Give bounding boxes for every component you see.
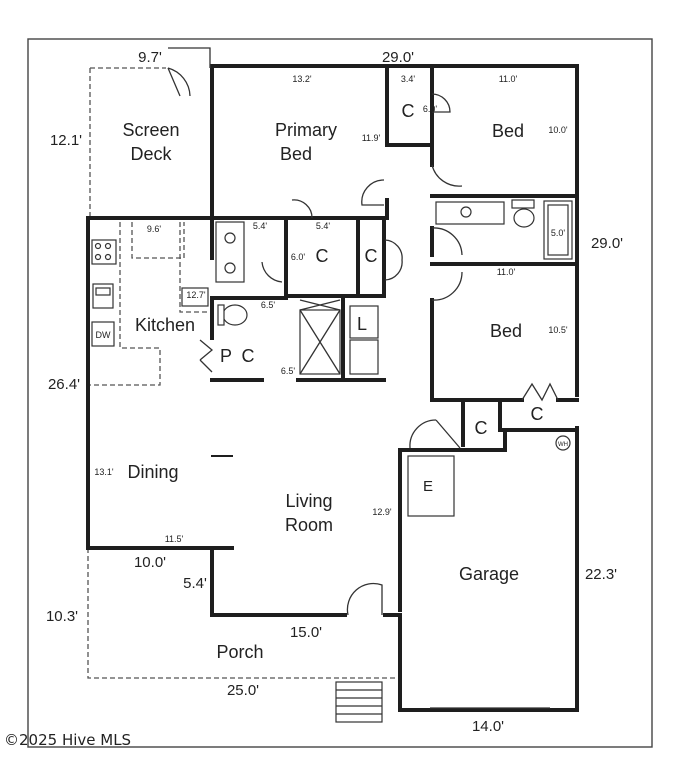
- room-bed-top: Bed: [492, 121, 524, 141]
- dim-bed-mid-depth: 10.5': [548, 325, 568, 335]
- laundry-label: L: [357, 314, 367, 334]
- dim-bath-tub: 5.0': [551, 228, 566, 238]
- dim-dining-depth: 13.1': [94, 467, 114, 477]
- dim-kitchen-depth: 12.7': [186, 290, 206, 300]
- porch-outline: [87, 548, 398, 679]
- closet-kitchen-label: C: [242, 346, 255, 366]
- dim-garage-bottom: 14.0': [472, 718, 504, 735]
- pantry-label: P: [220, 346, 232, 366]
- closet-hall-label: C: [475, 418, 488, 438]
- room-dining: Dining: [127, 462, 178, 482]
- closet-garage-label: E: [423, 478, 433, 495]
- dim-porch-side: 10.3': [46, 608, 78, 625]
- room-bed-mid: Bed: [490, 321, 522, 341]
- kitchen-counter-outline: [90, 222, 212, 386]
- dim-closet-depth: 6.0': [423, 104, 438, 114]
- screen-deck-outline: [89, 67, 166, 219]
- dim-closet-width: 3.4': [401, 74, 416, 84]
- dim-living-depth: 12.9': [372, 507, 392, 517]
- room-primary-bed-line1: Primary: [275, 120, 337, 140]
- dim-dining-bottom: 10.0': [134, 554, 166, 571]
- dim-primary-width: 13.2': [292, 74, 312, 84]
- dim-garage-side: 22.3': [585, 566, 617, 583]
- interior-walls: [210, 64, 579, 612]
- dim-bed-top-width: 11.0': [499, 74, 518, 84]
- dim-deck-depth: 12.1': [50, 132, 82, 149]
- closet-primary-right-label: C: [365, 246, 378, 266]
- dim-bed-mid-width: 11.0': [497, 267, 516, 277]
- water-heater-label: WH: [558, 442, 568, 448]
- fixtures: [91, 199, 573, 723]
- dim-overall-top: 29.0': [382, 49, 414, 66]
- copyright-text: ©2025 Hive MLS: [4, 731, 131, 749]
- closet-bed-label: C: [531, 404, 544, 424]
- dim-step: 5.4': [183, 575, 207, 592]
- dim-deck-width: 9.7': [138, 49, 162, 66]
- dim-half-bath: 6.5': [261, 300, 276, 310]
- room-porch: Porch: [216, 642, 263, 662]
- room-primary-bed-line2: Bed: [280, 144, 312, 164]
- dim-dining-width: 11.5': [165, 534, 184, 544]
- dim-walkin-depth: 6.0': [291, 252, 306, 262]
- dim-utility: 6.5': [281, 366, 296, 376]
- room-screen-deck-line2: Deck: [130, 144, 172, 164]
- room-living-line2: Room: [285, 515, 333, 535]
- dim-primary-depth: 11.9': [362, 133, 381, 143]
- dim-porch-bottom: 25.0': [227, 682, 259, 699]
- dim-left-overall: 26.4': [48, 376, 80, 393]
- dim-right-upper: 29.0': [591, 235, 623, 252]
- door-swings: [167, 47, 559, 616]
- room-garage: Garage: [459, 564, 519, 584]
- room-screen-deck-line1: Screen: [122, 120, 179, 140]
- dim-bed-top-depth: 10.0': [548, 125, 568, 135]
- dishwasher-label: DW: [96, 330, 111, 340]
- dim-bath-width: 5.4': [253, 221, 268, 231]
- closet-primary-top-label: C: [402, 101, 415, 121]
- exterior-walls: [86, 64, 579, 712]
- room-kitchen: Kitchen: [135, 315, 195, 335]
- closet-primary-mid-label: C: [316, 246, 329, 266]
- dim-porch-inner: 15.0': [290, 624, 322, 641]
- room-living-line1: Living: [285, 491, 332, 511]
- dim-kitchen-width: 9.6': [147, 224, 162, 234]
- dim-walkin-width: 5.4': [316, 221, 331, 231]
- plan-frame: [27, 38, 653, 748]
